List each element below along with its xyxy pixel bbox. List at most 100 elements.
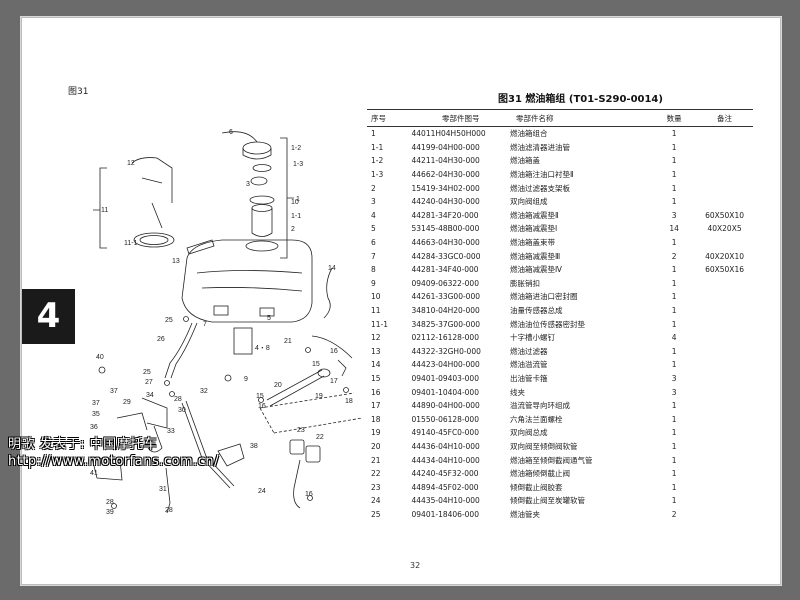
bracket-1	[280, 137, 294, 259]
cell-quantity: 1	[671, 306, 677, 316]
cell-part-name: 燃油箱至倾倒截阀通气管	[509, 455, 593, 465]
callout-25: 25	[165, 317, 173, 324]
cell-quantity: 1	[671, 278, 677, 288]
damper-4-8	[233, 327, 253, 355]
clamp-27	[164, 380, 170, 386]
cell-part-number: 44199-04H00-000	[411, 142, 480, 152]
callout-19: 19	[315, 393, 323, 400]
damper-7	[213, 305, 229, 316]
cell-part-number: 44322-32GH0-000	[411, 346, 481, 356]
callout-21: 21	[284, 338, 292, 345]
bracket-35	[116, 412, 148, 431]
cell-part-number: 44281-34F40-000	[411, 265, 479, 275]
cell-part-name: 倾倒截止阀至炭罐软管	[509, 496, 585, 506]
hose-26	[164, 322, 193, 379]
hose-20	[266, 369, 323, 401]
col-header-remarks: 备注	[717, 113, 733, 123]
cell-quantity: 1	[671, 319, 677, 329]
watermark-line-2: http://www.motorfans.com.cn/	[8, 454, 220, 469]
callout-37b: 37	[92, 400, 100, 407]
section-tab: 4	[22, 289, 75, 344]
clamp-25	[183, 316, 189, 322]
clamp-15	[258, 397, 264, 403]
cell-part-name: 燃油过滤器支架板	[509, 183, 570, 193]
cell-no: 16	[371, 387, 381, 397]
callout-5: 5	[267, 315, 271, 322]
damper-5	[259, 307, 275, 317]
cell-no: 15	[371, 373, 381, 383]
cell-part-number: 44240-45F32-000	[411, 469, 479, 479]
watermark-line-1: 明歌 发表于: 中国摩托车	[8, 437, 158, 452]
bolt-40	[98, 366, 106, 374]
callout-22: 22	[316, 434, 324, 441]
cell-part-name: 双向阀至倾倒阀软管	[509, 441, 578, 451]
cell-part-number: 44436-04H10-000	[411, 441, 480, 451]
cell-quantity: 3	[671, 387, 677, 397]
callout-29: 29	[123, 399, 131, 406]
cell-remarks	[696, 426, 753, 440]
callout-23: 23	[297, 427, 305, 434]
callout-33: 33	[167, 428, 175, 435]
cell-no: 18	[371, 414, 381, 424]
cell-quantity: 1	[671, 265, 677, 275]
cell-no: 1-3	[371, 170, 384, 180]
cell-part-number: 44011H04H50H000	[411, 129, 486, 139]
callout-9: 9	[244, 376, 248, 383]
cell-no: 1	[371, 129, 376, 139]
manual-page: 4 图31 图31 燃油箱组 (T01-S290-0014)	[21, 17, 781, 585]
fuel-tank-exploded-diagram: 6 1-2 1-3 3 1 10 1-1 2 12 11 11-1 13 14 …	[90, 129, 362, 516]
cell-remarks	[696, 290, 753, 304]
cell-quantity: 1	[671, 496, 677, 506]
cell-remarks	[696, 181, 753, 195]
clamp-16b	[307, 495, 313, 501]
cell-quantity: 14	[669, 224, 679, 234]
cell-quantity: 1	[671, 142, 677, 152]
cell-no: 22	[371, 469, 381, 479]
valve-19	[317, 368, 331, 378]
callout-11-1: 11-1	[124, 240, 138, 247]
cell-part-number: 49140-45FC0-000	[411, 428, 479, 438]
cell-quantity: 4	[671, 333, 677, 343]
cell-quantity: 1	[671, 129, 677, 139]
cell-no: 1-1	[371, 142, 384, 152]
cell-remarks	[696, 508, 753, 522]
fuel-sender-11	[131, 157, 173, 229]
valve-22	[305, 445, 321, 463]
cell-no: 5	[371, 224, 376, 234]
cell-no: 17	[371, 401, 381, 411]
cell-part-name: 双向阀组成	[509, 197, 548, 207]
cell-quantity: 1	[671, 469, 677, 479]
fuel-filter-13	[186, 239, 215, 255]
cell-part-number: 02112-16128-000	[411, 333, 479, 343]
seal-ring-10	[249, 195, 275, 205]
cap-strap	[221, 131, 258, 143]
cell-no: 19	[371, 428, 381, 438]
figure-label: 图31	[68, 87, 89, 97]
cell-no: 11-1	[371, 319, 389, 329]
callout-41: 41	[90, 470, 98, 477]
callout-12: 12	[127, 160, 135, 167]
cell-quantity: 1	[671, 346, 677, 356]
bracket-41	[91, 457, 123, 481]
cell-quantity: 1	[671, 401, 677, 411]
cell-part-number: 44663-04H30-000	[411, 238, 480, 248]
callout-1: 1	[296, 196, 300, 203]
watermark: 明歌 发表于: 中国摩托车 http://www.motorfans.com.c…	[8, 436, 219, 470]
cell-part-number: 09409-06322-000	[411, 278, 479, 288]
hose-31	[165, 467, 171, 514]
callout-37a: 37	[110, 388, 118, 395]
cell-no: 14	[371, 360, 381, 370]
cell-part-name: 燃油箱减震垫Ⅰ	[509, 224, 558, 234]
bracket-38	[217, 443, 245, 467]
callout-11: 11	[101, 207, 108, 214]
cell-no: 6	[371, 238, 376, 248]
col-header-quantity: 数量	[666, 113, 682, 123]
cell-remarks	[696, 399, 753, 413]
